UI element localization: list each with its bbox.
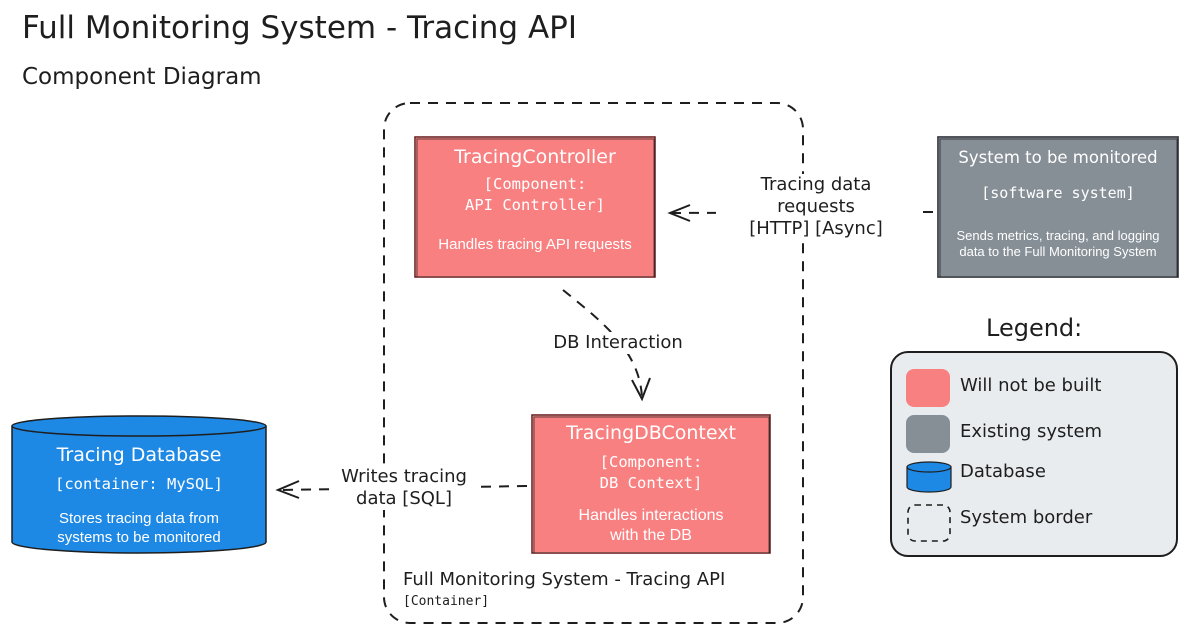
system-description: Sends metrics, tracing, and logging data… bbox=[945, 228, 1171, 260]
sketch-border bbox=[531, 414, 771, 554]
edge-label-line: Writes tracing bbox=[341, 466, 467, 487]
component-name: TracingController bbox=[454, 146, 616, 168]
system-boundary bbox=[383, 102, 804, 624]
edge-label-line: [HTTP] [Async] bbox=[749, 218, 883, 239]
component-type: [Component: API Controller] bbox=[414, 174, 656, 216]
legend-system-border-icon bbox=[907, 504, 951, 542]
description-line: systems to be monitored bbox=[57, 529, 221, 546]
edge-label-line: data [SQL] bbox=[356, 488, 452, 509]
component-type-line: DB Context] bbox=[599, 474, 703, 492]
legend-label: Will not be built bbox=[960, 375, 1102, 396]
legend-label: Existing system bbox=[960, 421, 1103, 442]
tracing-database-container[interactable]: Tracing Database [container: MySQL] Stor… bbox=[10, 414, 268, 556]
description-line: Handles interactions bbox=[578, 507, 724, 524]
sketch-border bbox=[414, 136, 656, 278]
database-name: Tracing Database bbox=[56, 444, 222, 466]
http-edge-label: Tracing data requests [HTTP] [Async] bbox=[716, 174, 916, 240]
boundary-type: [Container] bbox=[403, 594, 490, 609]
legend-label: Database bbox=[960, 461, 1046, 482]
diagram-subtitle: Component Diagram bbox=[22, 64, 262, 90]
database-cylinder-icon bbox=[11, 415, 267, 554]
edge-label-line: requests bbox=[777, 196, 855, 217]
description-line: with the DB bbox=[610, 527, 692, 544]
tracing-controller-component[interactable]: TracingController [Component: API Contro… bbox=[414, 136, 656, 278]
component-type-line: [Component: bbox=[483, 175, 587, 193]
sketch-border bbox=[937, 136, 1179, 278]
component-name: TracingDBContext bbox=[566, 422, 736, 444]
legend-item-existing-system: Existing system bbox=[892, 413, 1180, 453]
description-line: Stores tracing data from bbox=[58, 510, 220, 527]
boundary-name: Full Monitoring System - Tracing API bbox=[403, 569, 726, 590]
database-type: [container: MySQL] bbox=[55, 475, 223, 493]
diagram-title: Full Monitoring System - Tracing API bbox=[22, 10, 577, 46]
sql-arrow bbox=[275, 480, 528, 499]
legend-swatch-gray bbox=[906, 415, 950, 453]
edge-label-line: Tracing data bbox=[760, 174, 872, 195]
description-line: Sends metrics, tracing, and logging bbox=[956, 228, 1160, 243]
component-type-line: [Component: bbox=[599, 453, 703, 471]
db-interaction-arrow bbox=[562, 289, 651, 402]
legend-item-system-border: System border bbox=[892, 501, 1180, 542]
legend-label: System border bbox=[960, 507, 1093, 528]
legend-item-not-built: Will not be built bbox=[892, 367, 1180, 407]
monitored-system-box[interactable]: System to be monitored [software system]… bbox=[937, 136, 1179, 278]
tracing-dbcontext-component[interactable]: TracingDBContext [Component: DB Context]… bbox=[531, 414, 771, 554]
description-line: data to the Full Monitoring System bbox=[959, 244, 1157, 259]
component-description: Handles tracing API requests bbox=[438, 236, 632, 253]
legend-swatch-red bbox=[906, 369, 950, 407]
legend-panel: Will not be built Existing system Databa… bbox=[890, 351, 1178, 557]
legend-database-icon bbox=[906, 461, 952, 493]
system-type: [software system] bbox=[981, 184, 1135, 202]
component-type-line: API Controller] bbox=[465, 196, 605, 214]
db-interaction-edge-label: DB Interaction bbox=[536, 332, 700, 354]
system-name: System to be monitored bbox=[958, 148, 1158, 167]
sql-edge-label: Writes tracing data [SQL] bbox=[330, 466, 478, 510]
legend-item-database: Database bbox=[892, 457, 1180, 497]
database-description: Stores tracing data from systems to be m… bbox=[18, 509, 260, 547]
legend-title: Legend: bbox=[986, 314, 1083, 342]
component-description: Handles interactions with the DB bbox=[539, 506, 763, 546]
component-type: [Component: DB Context] bbox=[531, 452, 771, 494]
